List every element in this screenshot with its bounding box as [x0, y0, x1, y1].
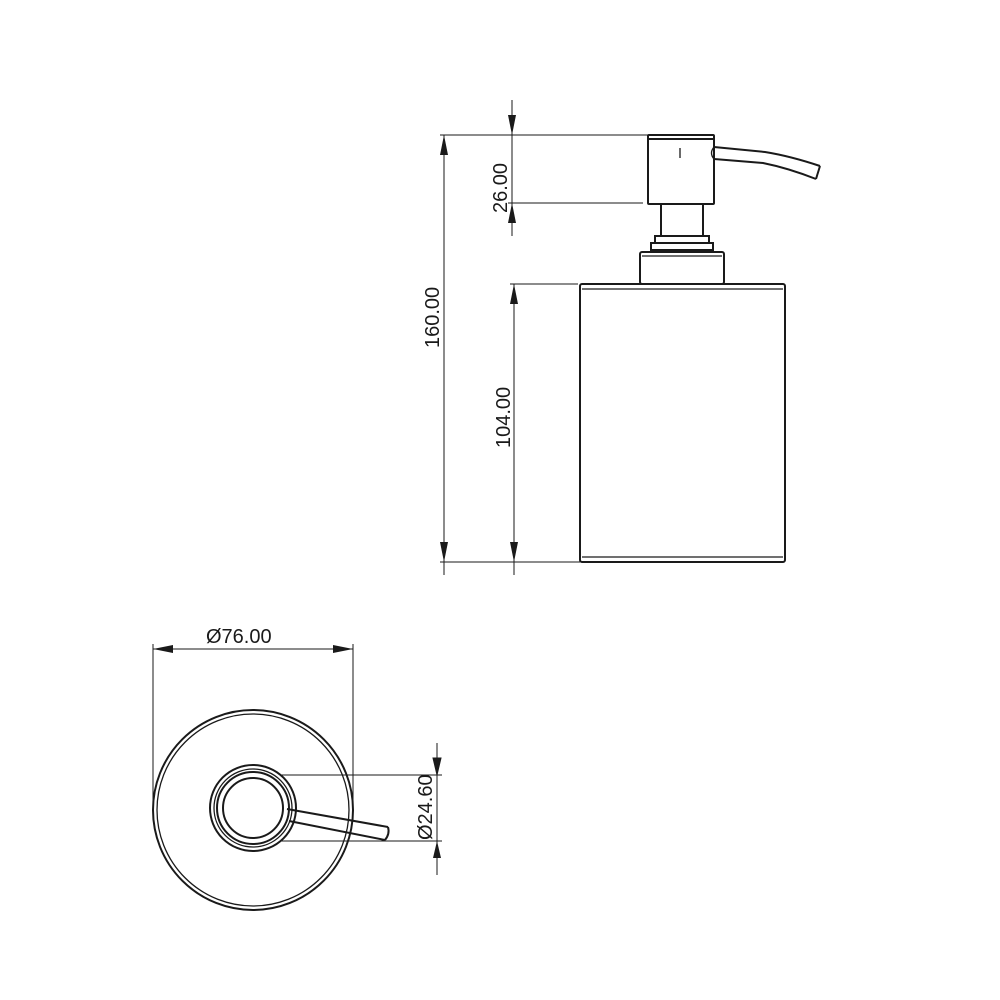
dimension-overall-height: 160.00	[422, 134, 648, 575]
dimension-label-24-6: Ø24.60	[415, 774, 437, 840]
pump-stem	[650, 203, 714, 251]
dimension-neck-diameter: Ø24.60	[280, 743, 442, 875]
spout	[710, 146, 821, 180]
dimension-label-104: 104.00	[493, 387, 515, 448]
pump-head	[647, 134, 715, 205]
dimension-label-160: 160.00	[422, 287, 444, 348]
lever	[286, 808, 390, 841]
top-view: Ø76.00 Ø24.60	[152, 626, 442, 911]
dimension-pump-head-height: 26.00	[490, 100, 643, 236]
neck-collar	[639, 251, 725, 285]
side-view: 160.00 26.00 104.00	[422, 100, 821, 575]
dimension-label-76: Ø76.00	[206, 626, 272, 648]
dimension-body-height: 104.00	[493, 283, 578, 575]
dimension-label-26: 26.00	[490, 163, 512, 213]
dimension-body-diameter: Ø76.00	[152, 626, 354, 810]
bottle-body	[579, 283, 786, 563]
